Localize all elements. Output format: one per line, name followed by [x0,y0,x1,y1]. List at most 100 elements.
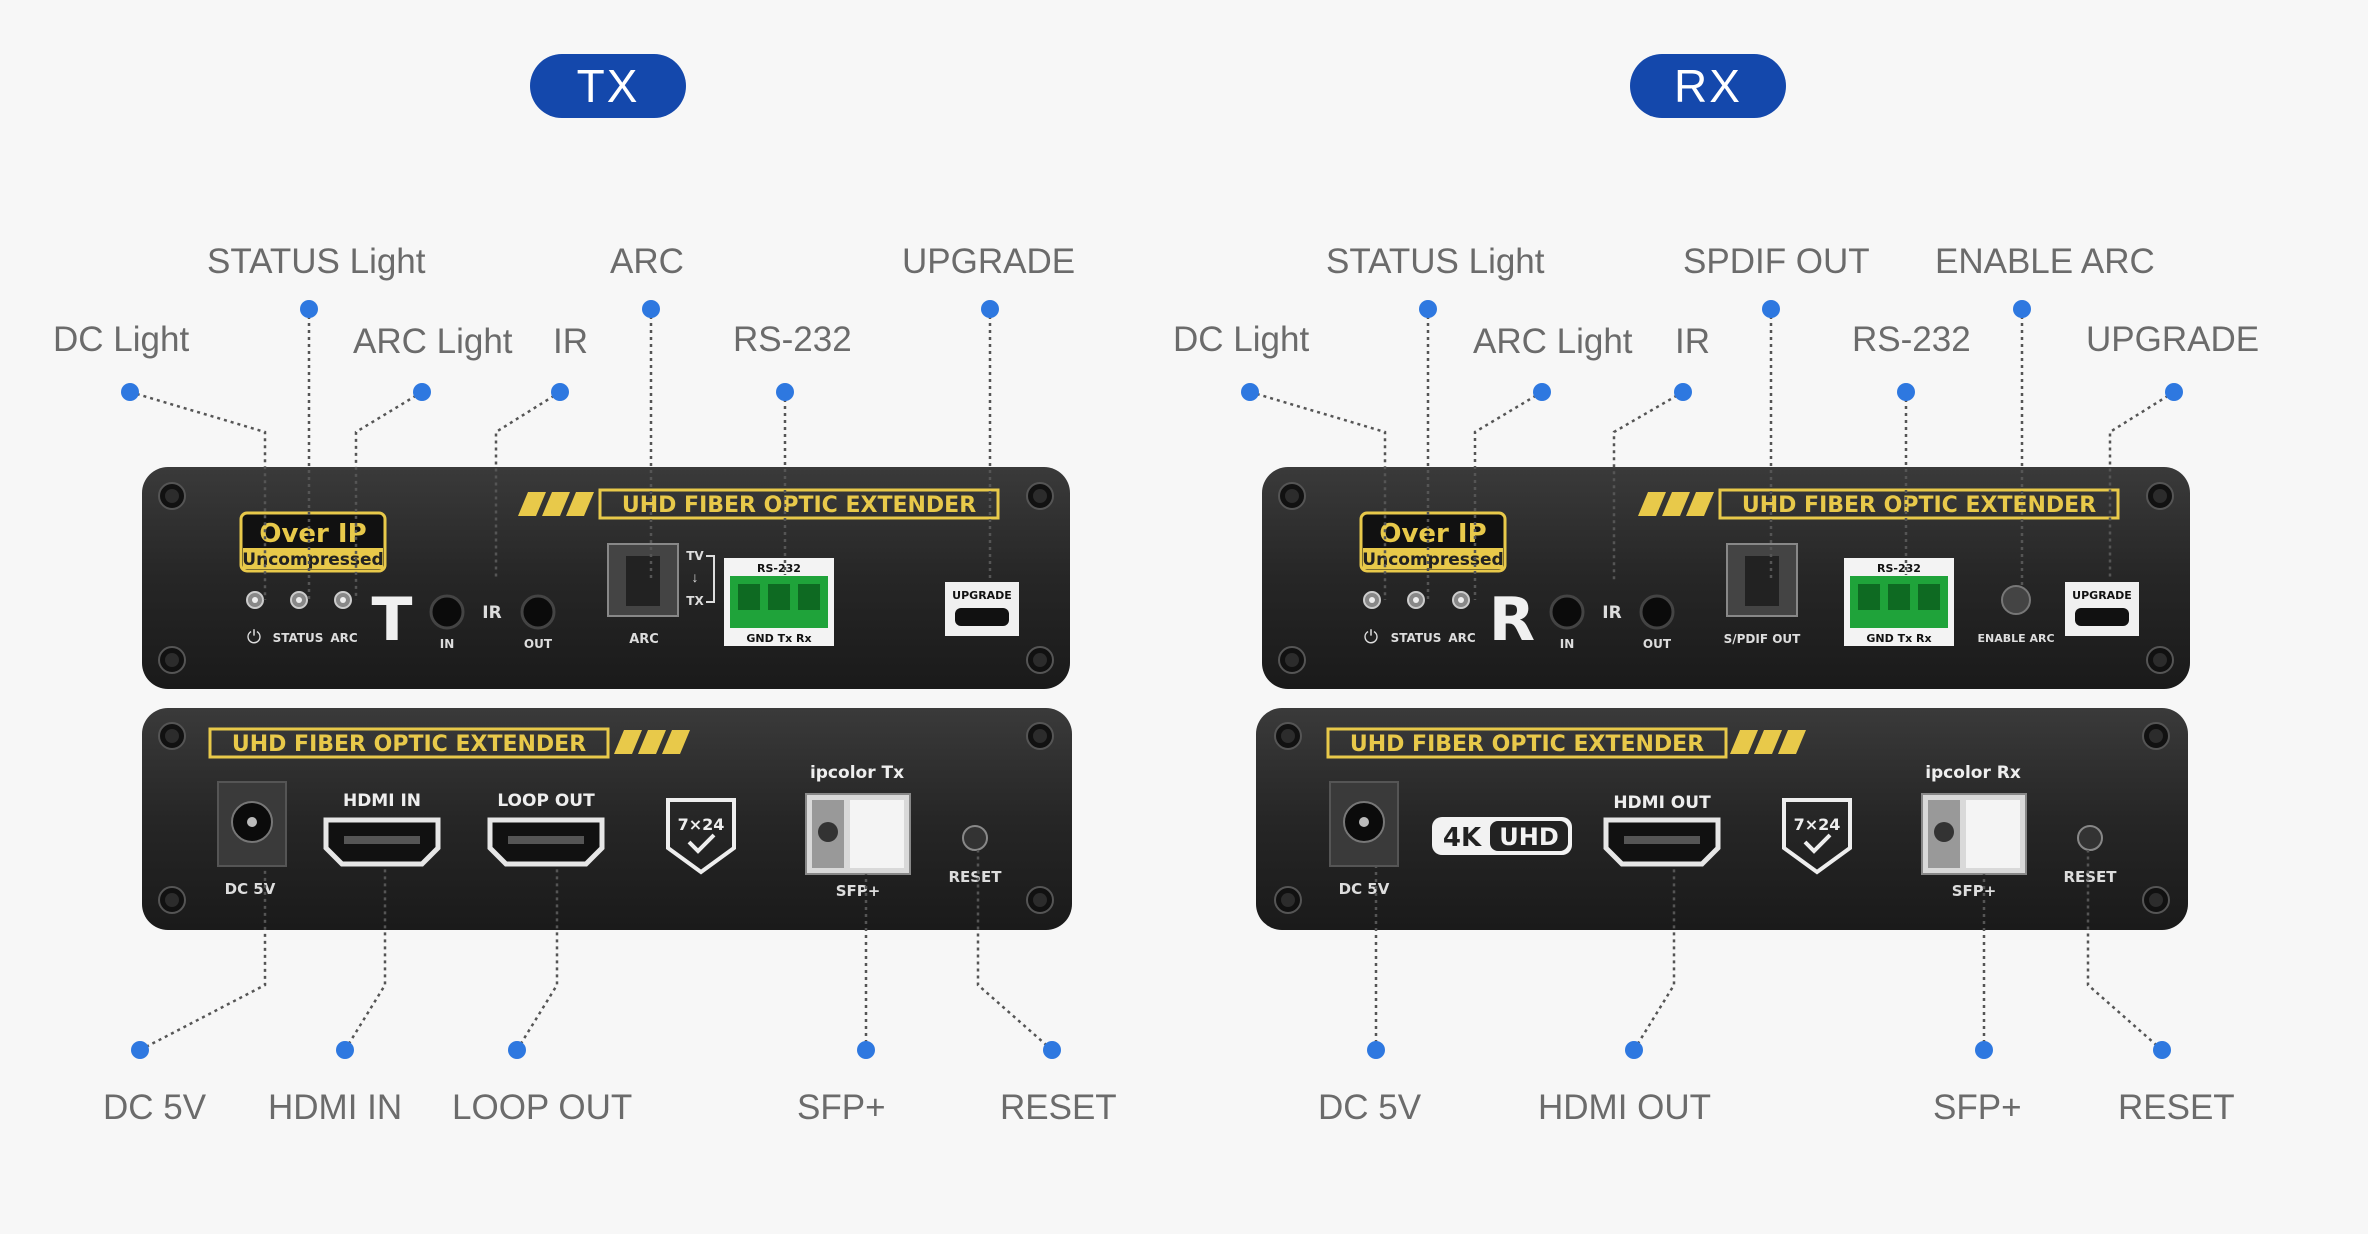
rx-ipcolor: ipcolor Rx [1925,763,2021,783]
tx-label-status-light: STATUS Light [207,242,426,281]
rx-dc-led [1363,591,1381,609]
rx-dc5v-mark: DC 5V [1339,880,1390,898]
tx-label-loop-out: LOOP OUT [452,1088,633,1127]
rx-label-arc-light: ARC Light [1473,322,1633,361]
rx-status-led [1407,591,1425,609]
tx-ir-in-jack[interactable] [429,594,465,630]
tx-dc-led [246,591,264,609]
rx-hdmi-out-mark: HDMI OUT [1613,793,1711,813]
tx-ir-mark: IR [482,603,501,623]
rx-status-mark: STATUS [1391,631,1442,645]
rx-label-spdif-out: SPDIF OUT [1683,242,1870,281]
tx-dc5v-mark: DC 5V [225,880,276,898]
tx-hdmi-in-mark: HDMI IN [343,791,421,811]
rx-back-brand: UHD FIBER OPTIC EXTENDER [1350,732,1704,757]
check-icon [687,833,716,854]
tx-label-dc5v: DC 5V [103,1088,207,1127]
rx-rs232-title: RS-232 [1877,562,1921,575]
rx-enable-arc-mark: ENABLE ARC [1977,632,2054,645]
rx-label-rs232: RS-232 [1852,320,1971,359]
rx-badge: RX [1630,54,1786,118]
rx-label-dc-light: DC Light [1173,320,1310,359]
rx-enable-arc-button[interactable] [2001,585,2031,615]
rx-upgrade-mark: UPGRADE [2072,589,2132,602]
rx-ir-mark: IR [1602,603,1621,623]
tx-ipcolor: ipcolor Tx [810,763,904,783]
tx-front-brand: UHD FIBER OPTIC EXTENDER [622,493,976,518]
power-icon: ⏻ [1364,627,1378,647]
tx-label-sfp: SFP+ [797,1088,886,1127]
tx-back-panel: UHD FIBER OPTIC EXTENDER DC 5V HDMI IN L… [142,708,1072,930]
rx-label-enable-arc: ENABLE ARC [1935,242,2155,281]
rx-rs232-pins: GND Tx Rx [1866,632,1931,645]
rx-ir-in-label: IN [1560,637,1575,651]
tx-hdmi-in-port[interactable] [326,820,438,864]
rx-over-ip: Over IP [1379,519,1486,549]
rx-label-dc5v: DC 5V [1318,1088,1422,1127]
tx-rs232-pins: GND Tx Rx [746,632,811,645]
rx-front-panel: UHD FIBER OPTIC EXTENDER Over IP Uncompr… [1262,467,2190,689]
rx-back-panel: UHD FIBER OPTIC EXTENDER DC 5V 4K UHD HD… [1256,708,2188,930]
rx-letter: R [1489,585,1535,655]
tx-status-mark: STATUS [273,631,324,645]
tx-label-reset: RESET [1000,1088,1117,1127]
tx-ir-in-label: IN [440,637,455,651]
tx-reset-mark: RESET [948,868,1002,886]
tx-reset-button[interactable] [962,825,988,851]
tx-tv-mark: TV [686,549,704,563]
rx-4k-mark: 4K [1443,823,1482,853]
tx-ir-out-label: OUT [524,637,553,651]
tx-label-dc-light: DC Light [53,320,190,359]
rx-uncompressed: Uncompressed [1362,550,1503,570]
tx-tx-mark: TX [686,594,704,608]
tx-front-panel: UHD FIBER OPTIC EXTENDER Over IP Uncompr… [142,467,1070,689]
tx-label-arc-light: ARC Light [353,322,513,361]
tx-letter: T [372,585,413,655]
tx-back-brand: UHD FIBER OPTIC EXTENDER [232,732,586,757]
rx-front-brand: UHD FIBER OPTIC EXTENDER [1742,493,2096,518]
tx-label-upgrade: UPGRADE [902,242,1076,281]
rx-label-hdmi-out: HDMI OUT [1538,1088,1712,1127]
tx-label-hdmi-in: HDMI IN [268,1088,403,1127]
tx-loop-out-mark: LOOP OUT [497,791,595,811]
rx-label-ir: IR [1675,322,1710,361]
power-icon: ⏻ [247,627,261,647]
tx-arc-mark: ARC [330,631,358,645]
leader-lines [129,309,2175,1052]
tx-label-arc: ARC [610,242,684,281]
rx-reset-button[interactable] [2077,825,2103,851]
rx-label-sfp: SFP+ [1933,1088,2022,1127]
tx-over-ip: Over IP [259,519,366,549]
tx-sfp-mark: SFP+ [836,882,881,900]
rx-label-status-light: STATUS Light [1326,242,1545,281]
callout-dots [121,300,2183,1059]
rx-ir-in-jack[interactable] [1549,594,1585,630]
tx-upgrade-mark: UPGRADE [952,589,1012,602]
rx-ir-out-label: OUT [1643,637,1672,651]
rx-arc-mark: ARC [1448,631,1476,645]
rx-hdmi-out-port[interactable] [1606,820,1718,864]
tx-ir-out-jack[interactable] [520,594,556,630]
tx-status-led [290,591,308,609]
rx-arc-led [1452,591,1470,609]
arrow-down-icon: ↓ [692,569,699,585]
tx-arc-led [334,591,352,609]
check-icon [1803,833,1832,854]
rx-7x24-badge: 7×24 [1794,815,1841,834]
tx-loop-out-port[interactable] [490,820,602,864]
tx-rs232-title: RS-232 [757,562,801,575]
tx-label-ir: IR [553,322,588,361]
tx-label-rs232: RS-232 [733,320,852,359]
rx-label-reset: RESET [2118,1088,2235,1127]
tx-arc-port-label: ARC [629,632,659,647]
rx-label-upgrade: UPGRADE [2086,320,2260,359]
tx-badge: TX [530,54,686,118]
rx-sfp-mark: SFP+ [1952,882,1997,900]
rx-spdif-mark: S/PDIF OUT [1724,632,1802,646]
rx-ir-out-jack[interactable] [1639,594,1675,630]
rx-uhd-mark: UHD [1499,823,1559,851]
rx-reset-mark: RESET [2063,868,2117,886]
tx-7x24-badge: 7×24 [678,815,725,834]
